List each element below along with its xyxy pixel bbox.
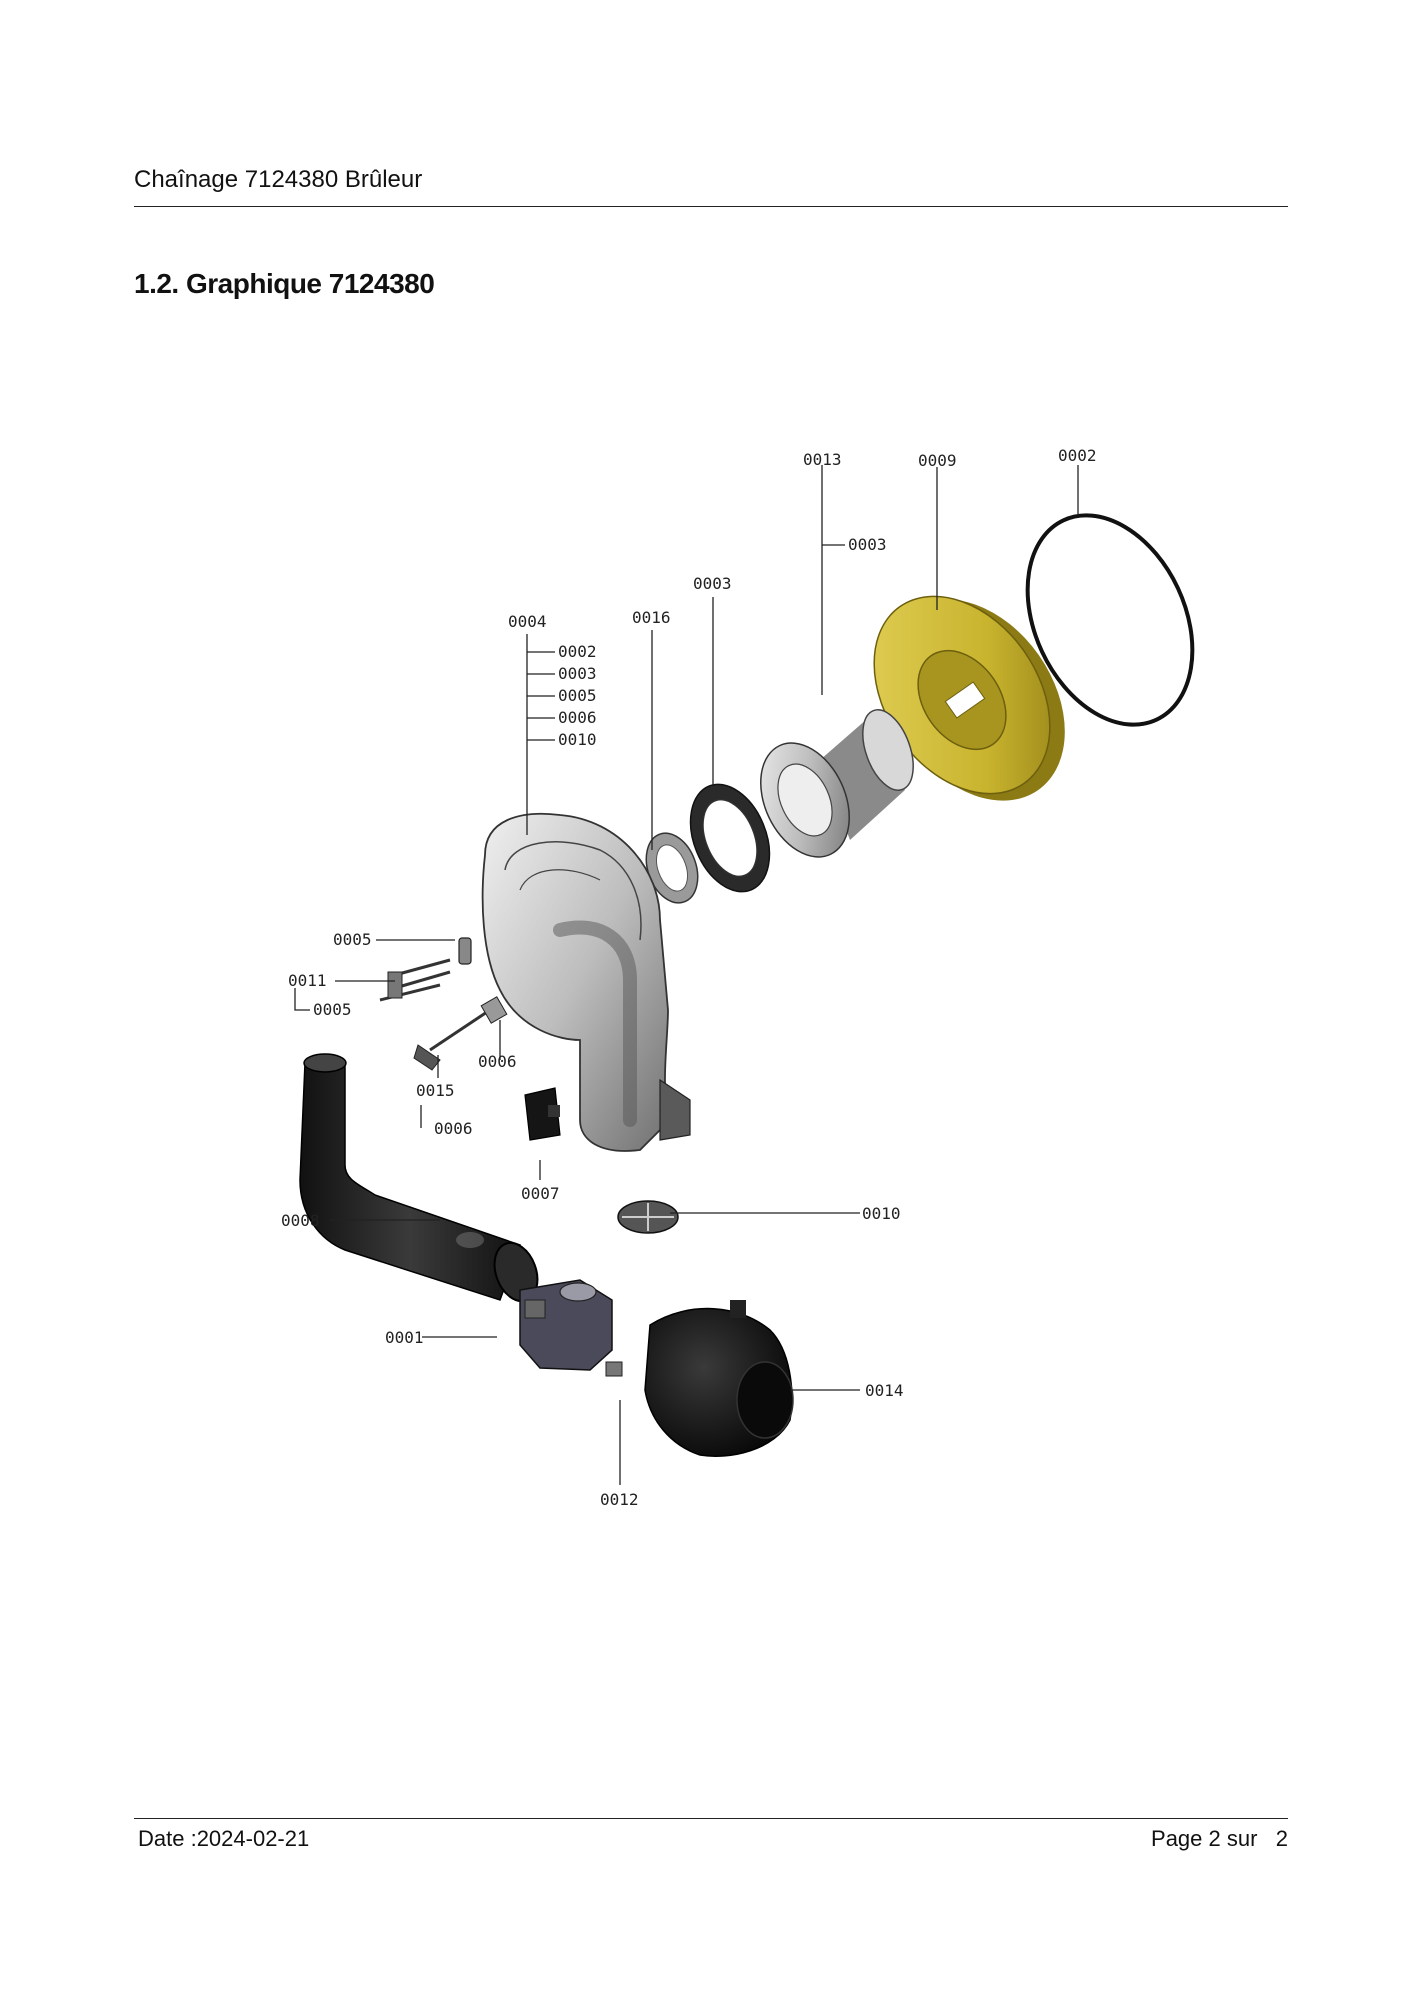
page-header-title: Chaînage 7124380 Brûleur: [134, 166, 423, 193]
callout-0003-gasket: 0003: [693, 574, 732, 593]
callout-0013: 0013: [803, 450, 842, 469]
electrode-parts: [379, 937, 508, 1071]
callout-0004-sub-1: 0002: [558, 642, 597, 661]
blower-fan-part: [644, 1300, 794, 1457]
gas-valve-part: [519, 1279, 613, 1371]
callout-0004-sub-2: 0003: [558, 664, 597, 683]
callout-0003-sub: 0003: [848, 535, 887, 554]
header-divider: [134, 206, 1288, 207]
callout-0004-sub-3: 0005: [558, 686, 597, 705]
fan-disc-part: [617, 1200, 679, 1234]
section-title: 1.2. Graphique 7124380: [134, 268, 435, 299]
callout-0012: 0012: [600, 1490, 639, 1509]
footer-page-number: Page 2 sur 2: [1151, 1826, 1288, 1851]
leader-lines: [294, 465, 1079, 1485]
callout-0006: 0006: [478, 1052, 517, 1071]
callout-0001: 0001: [385, 1328, 424, 1347]
callout-0014: 0014: [865, 1381, 904, 1400]
burner-tube-part: [760, 709, 914, 858]
callout-0016: 0016: [632, 608, 671, 627]
callout-0015-sub: 0006: [434, 1119, 473, 1138]
ignition-module-part: [524, 1087, 561, 1141]
callout-0008: 0008: [281, 1211, 320, 1230]
callout-0015: 0015: [416, 1081, 455, 1100]
callout-0004-sub-5: 0010: [558, 730, 597, 749]
air-intake-pipe-part: [299, 1053, 539, 1303]
callout-0004-sub-4: 0006: [558, 708, 597, 727]
callout-0011-sub: 0005: [313, 1000, 352, 1019]
burner-housing-part: [481, 812, 691, 1152]
callout-0010: 0010: [862, 1204, 901, 1223]
connector-block-part: [605, 1361, 623, 1377]
callout-0009: 0009: [918, 451, 957, 470]
callout-0007: 0007: [521, 1184, 560, 1203]
o-ring-part: [1025, 513, 1195, 727]
gasket-part: [689, 783, 771, 893]
footer-divider: [134, 1818, 1288, 1819]
callout-0002-ring: 0002: [1058, 446, 1097, 465]
callout-0005: 0005: [333, 930, 372, 949]
callout-0011: 0011: [288, 971, 327, 990]
callout-0004: 0004: [508, 612, 547, 631]
clip-ring-part: [645, 832, 699, 904]
footer-date: Date :2024-02-21: [138, 1826, 310, 1851]
